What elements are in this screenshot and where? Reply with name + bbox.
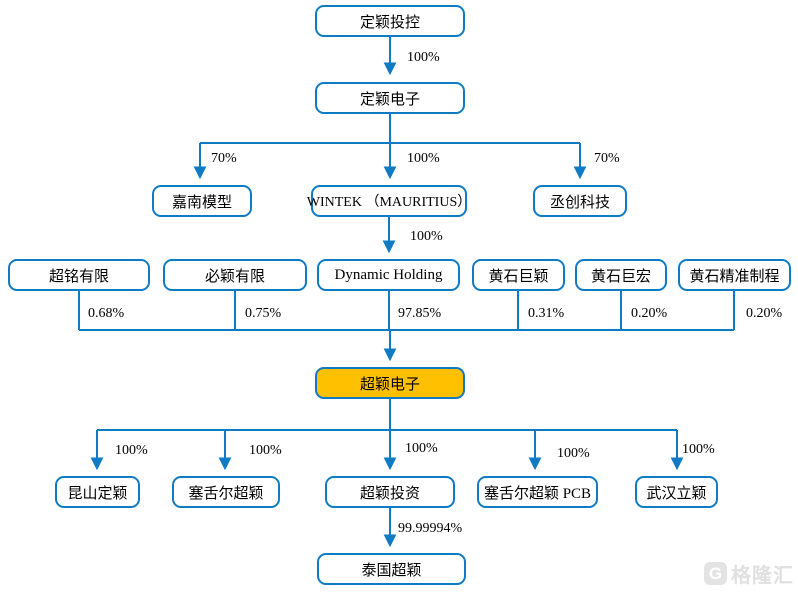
node-wintek-mauritius: WINTEK （MAURITIUS） [307, 185, 471, 217]
ownership-label: 97.85% [398, 306, 442, 321]
ownership-label: 100% [405, 441, 438, 456]
node-kunshan-dingying: 昆山定颖 [55, 476, 140, 508]
node-chaoying-electronics: 超颖电子 [315, 367, 465, 399]
node-seychelles-chaoying: 塞舌尔超颖 [172, 476, 280, 508]
node-chaoying-investment: 超颖投资 [325, 476, 455, 508]
ownership-label: 100% [407, 151, 440, 166]
ownership-label: 0.75% [245, 306, 282, 321]
ownership-label: 100% [407, 50, 440, 65]
gelonghui-logo-icon: G [704, 562, 727, 585]
ownership-label: 0.20% [746, 306, 783, 321]
ownership-label: 100% [115, 443, 148, 458]
ownership-label: 100% [249, 443, 282, 458]
node-seychelles-chaoying-pcb: 塞舌尔超颖 PCB [477, 476, 598, 508]
node-huangshi-juhong: 黄石巨宏 [575, 259, 667, 291]
ownership-label: 0.31% [528, 306, 565, 321]
ownership-label: 99.99994% [398, 521, 463, 536]
node-dynamic-holding: Dynamic Holding [317, 259, 460, 291]
ownership-label: 70% [594, 151, 620, 166]
node-jianan-model: 嘉南模型 [152, 185, 252, 217]
ownership-label: 100% [682, 442, 715, 457]
node-huangshi-precision: 黄石精准制程 [678, 259, 791, 291]
ownership-label: 70% [211, 151, 237, 166]
node-dingying-electronics: 定颖电子 [315, 82, 465, 114]
node-wuhan-liying: 武汉立颖 [635, 476, 718, 508]
ownership-label: 0.20% [631, 306, 668, 321]
node-huangshi-juying: 黄石巨颖 [472, 259, 565, 291]
node-chengchuang-tech: 丞创科技 [533, 185, 627, 217]
ownership-label: 100% [557, 446, 590, 461]
node-dingying-holding: 定颖投控 [315, 5, 465, 37]
watermark-text: 格隆汇 [731, 565, 794, 587]
ownership-label: 100% [410, 229, 443, 244]
node-thailand-chaoying: 泰国超颖 [317, 553, 466, 585]
watermark: G 格隆汇 [704, 559, 794, 588]
node-chaoming-ltd: 超铭有限 [8, 259, 150, 291]
ownership-label: 0.68% [88, 306, 125, 321]
node-biying-ltd: 必颖有限 [163, 259, 307, 291]
